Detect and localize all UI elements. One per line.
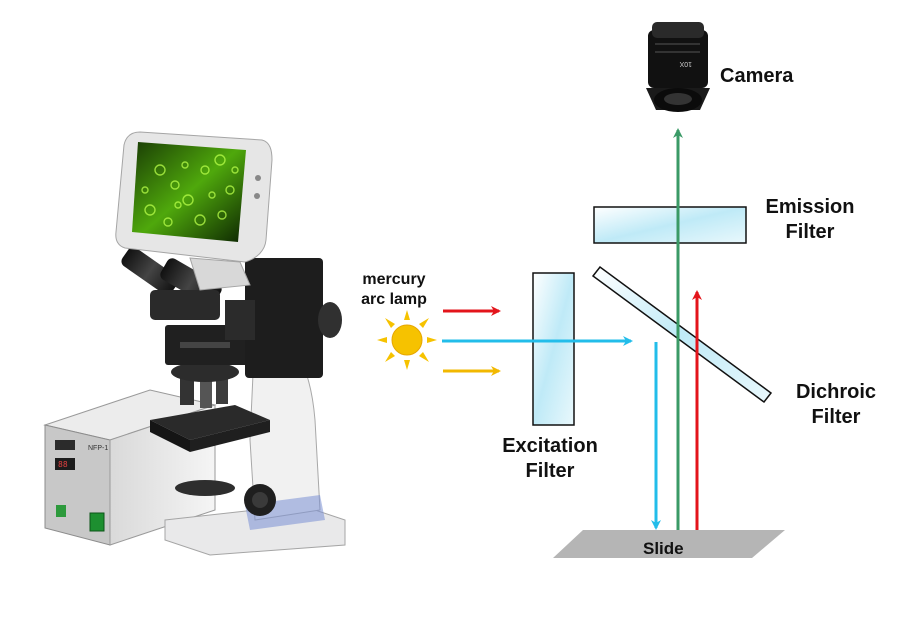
condenser	[175, 480, 235, 496]
emission-filter-label-line1: Emission	[765, 196, 855, 218]
microscope-stage	[150, 405, 270, 440]
display-1	[55, 440, 75, 450]
nosepiece	[171, 362, 239, 382]
fluorescence-module	[245, 258, 323, 378]
lamp-label-line1: mercury	[362, 271, 426, 288]
display-digits: 88	[58, 460, 68, 469]
lcd-monitor	[115, 131, 273, 291]
dichroic-filter	[591, 265, 773, 404]
slide	[553, 530, 785, 558]
cell-image	[141, 154, 239, 227]
objective-2	[200, 380, 212, 408]
eyepieces	[121, 247, 222, 320]
microscope-illustration: 88 NFP-1	[43, 131, 346, 556]
dichroic-filter-label-line2: Filter	[811, 406, 861, 428]
power-switch	[89, 512, 105, 532]
dichroic-filter-label: Dichroic Filter	[780, 380, 892, 430]
excitation-filter	[532, 272, 575, 426]
excitation-filter-label: Excitation Filter	[488, 434, 612, 484]
power-button	[56, 505, 66, 517]
slide-label: Slide	[643, 539, 684, 558]
excitation-filter-label-line2: Filter	[525, 460, 575, 482]
monitor-screen	[132, 142, 246, 242]
emission-filter-label: Emission Filter	[752, 195, 868, 245]
lamp-label: mercury arc lamp	[346, 270, 442, 310]
svg-text:10X: 10X	[679, 60, 692, 67]
objective-3	[216, 378, 228, 404]
control-box-label: NFP-1	[88, 445, 108, 452]
camera-label: Camera	[720, 65, 794, 87]
objective-1	[180, 375, 194, 405]
sun-icon	[377, 310, 437, 370]
module-knob	[318, 302, 342, 338]
camera-icon: 10X	[646, 22, 710, 112]
lamp-label-line2: arc lamp	[361, 291, 427, 308]
emission-filter-label-line2: Filter	[785, 221, 835, 243]
excitation-filter-label-line1: Excitation	[502, 435, 598, 457]
dichroic-filter-label-line1: Dichroic	[795, 381, 877, 403]
emission-filter	[593, 206, 747, 244]
display-2	[55, 458, 75, 470]
